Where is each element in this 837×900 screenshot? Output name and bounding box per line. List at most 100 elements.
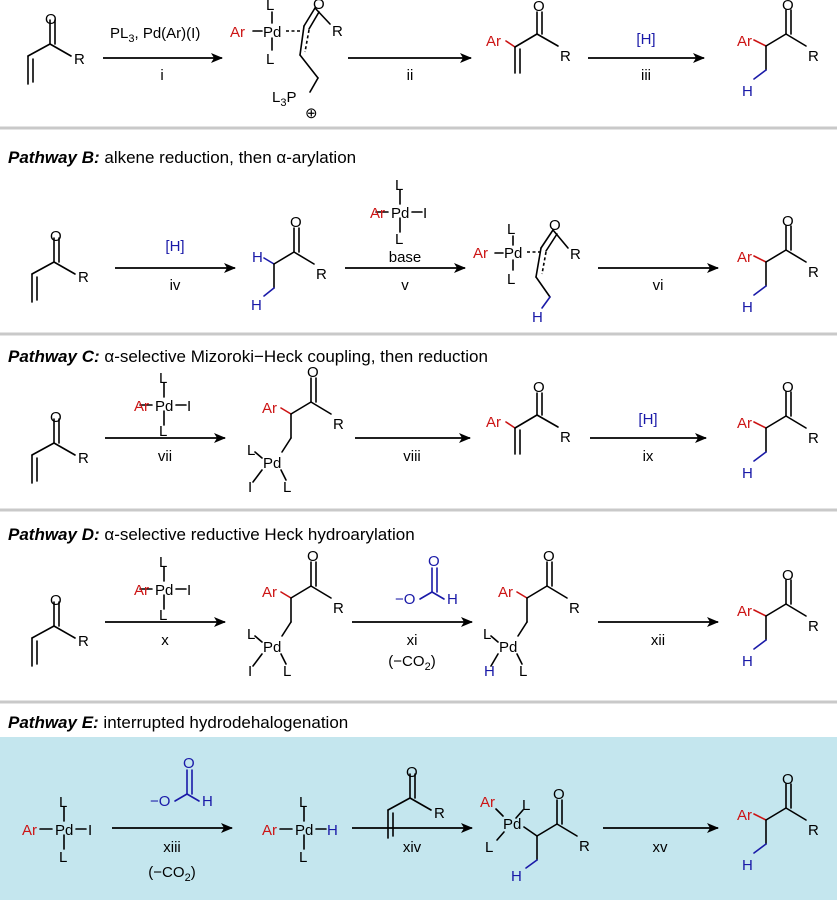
- atom-ar: Ar: [230, 24, 245, 41]
- atom-ar: Ar: [22, 822, 37, 839]
- atom-h: H: [742, 653, 753, 670]
- atom-r: R: [560, 429, 571, 446]
- atom-o: O: [782, 0, 794, 14]
- reductant-label: [H]: [165, 238, 184, 255]
- atom-h: H: [742, 857, 753, 874]
- reductant-label: [H]: [638, 411, 657, 428]
- atom-o: O: [553, 786, 565, 803]
- step-label: vii: [158, 448, 172, 465]
- ligand-l: L: [283, 479, 291, 496]
- atom-pd: Pd: [503, 816, 521, 833]
- step-label: vi: [653, 277, 664, 294]
- atom-ar: Ar: [473, 245, 488, 262]
- atom-o: O: [406, 764, 418, 781]
- ligand-l: L: [395, 177, 403, 194]
- ligand-l: L: [266, 0, 274, 14]
- ligand-l: L: [395, 231, 403, 248]
- atom-pd: Pd: [263, 639, 281, 656]
- atom-pd: Pd: [55, 822, 73, 839]
- ligand-l: L: [299, 849, 307, 866]
- atom-ar: Ar: [480, 794, 495, 811]
- step-label: ii: [407, 67, 414, 84]
- atom-h: H: [532, 309, 543, 326]
- atom-o: O: [183, 755, 195, 772]
- pathway-d-title: Pathway D: α-selective reductive Heck hy…: [8, 525, 415, 544]
- atom-h: H: [251, 297, 262, 314]
- atom-r: R: [78, 450, 89, 467]
- atom-o: O: [290, 214, 302, 231]
- ligand-l: L: [299, 794, 307, 811]
- ligand-l: L: [485, 839, 493, 856]
- step-label: ix: [643, 448, 654, 465]
- atom-o: O: [533, 379, 545, 396]
- atom-o: O: [50, 409, 62, 426]
- pathway-e-title: Pathway E: interrupted hydrodehalogenati…: [8, 713, 348, 732]
- atom-h: H: [252, 249, 263, 266]
- atom-o: O: [782, 771, 794, 788]
- step-label: v: [401, 277, 409, 294]
- atom-o: O: [307, 548, 319, 565]
- step-label: xiv: [403, 839, 422, 856]
- step-label: xiii: [163, 839, 181, 856]
- atom-ar: Ar: [737, 415, 752, 432]
- atom-o: O: [307, 364, 319, 381]
- atom-r: R: [434, 805, 445, 822]
- ligand-l: L: [507, 221, 515, 238]
- atom-ar: Ar: [737, 249, 752, 266]
- atom-r: R: [78, 633, 89, 650]
- atom-r: R: [579, 838, 590, 855]
- atom-r: R: [808, 618, 819, 635]
- pathway-a: O R PL3, Pd(Ar)(I) i Ar Pd L L O R L3P ⊕…: [27, 0, 819, 122]
- atom-pd: Pd: [295, 822, 313, 839]
- highlight-panel: [0, 737, 837, 900]
- atom-ar: Ar: [262, 400, 277, 417]
- atom-o: O: [313, 0, 325, 13]
- step-label: xii: [651, 632, 665, 649]
- atom-r: R: [333, 600, 344, 617]
- atom-i: I: [248, 479, 252, 496]
- atom-pd: Pd: [263, 455, 281, 472]
- atom-ar: Ar: [498, 584, 513, 601]
- atom-o: O: [45, 11, 57, 28]
- atom-pd: Pd: [504, 245, 522, 262]
- atom-i: I: [88, 822, 92, 839]
- atom-h: H: [511, 868, 522, 885]
- ligand-l: L: [247, 442, 255, 459]
- atom-i: I: [423, 205, 427, 222]
- atom-r: R: [78, 269, 89, 286]
- atom-pd: Pd: [263, 24, 281, 41]
- ligand-l: L: [483, 626, 491, 643]
- atom-o: O: [782, 379, 794, 396]
- ligand-l: L: [159, 607, 167, 624]
- atom-r: R: [808, 430, 819, 447]
- atom-r: R: [808, 822, 819, 839]
- atom-pd: Pd: [155, 398, 173, 415]
- ligand-l: L: [507, 271, 515, 288]
- atom-h: H: [327, 822, 338, 839]
- atom-i: I: [187, 582, 191, 599]
- atom-h: H: [484, 663, 495, 680]
- atom-h: H: [742, 83, 753, 100]
- atom-ar: Ar: [262, 584, 277, 601]
- atom-pd: Pd: [391, 205, 409, 222]
- atom-h: H: [742, 465, 753, 482]
- atom-o: O: [50, 592, 62, 609]
- co2-note: (−CO2): [388, 653, 435, 673]
- ligand-l: L: [519, 663, 527, 680]
- ligand-l: L: [283, 663, 291, 680]
- ligand-l: L: [159, 370, 167, 387]
- co2-note: (−CO2): [148, 864, 195, 884]
- atom-i: I: [248, 663, 252, 680]
- atom-r: R: [333, 416, 344, 433]
- atom-h: H: [202, 793, 213, 810]
- formate-oxygen: −O: [395, 591, 415, 608]
- atom-ar: Ar: [134, 582, 149, 599]
- pathway-b-title: Pathway B: alkene reduction, then α-aryl…: [8, 148, 356, 167]
- atom-pd: Pd: [499, 639, 517, 656]
- atom-o: O: [50, 228, 62, 245]
- atom-r: R: [560, 48, 571, 65]
- step-label: i: [160, 67, 163, 84]
- atom-ar: Ar: [262, 822, 277, 839]
- atom-r: R: [569, 600, 580, 617]
- pathway-c: Pathway C: α-selective Mizoroki−Heck cou…: [8, 347, 819, 496]
